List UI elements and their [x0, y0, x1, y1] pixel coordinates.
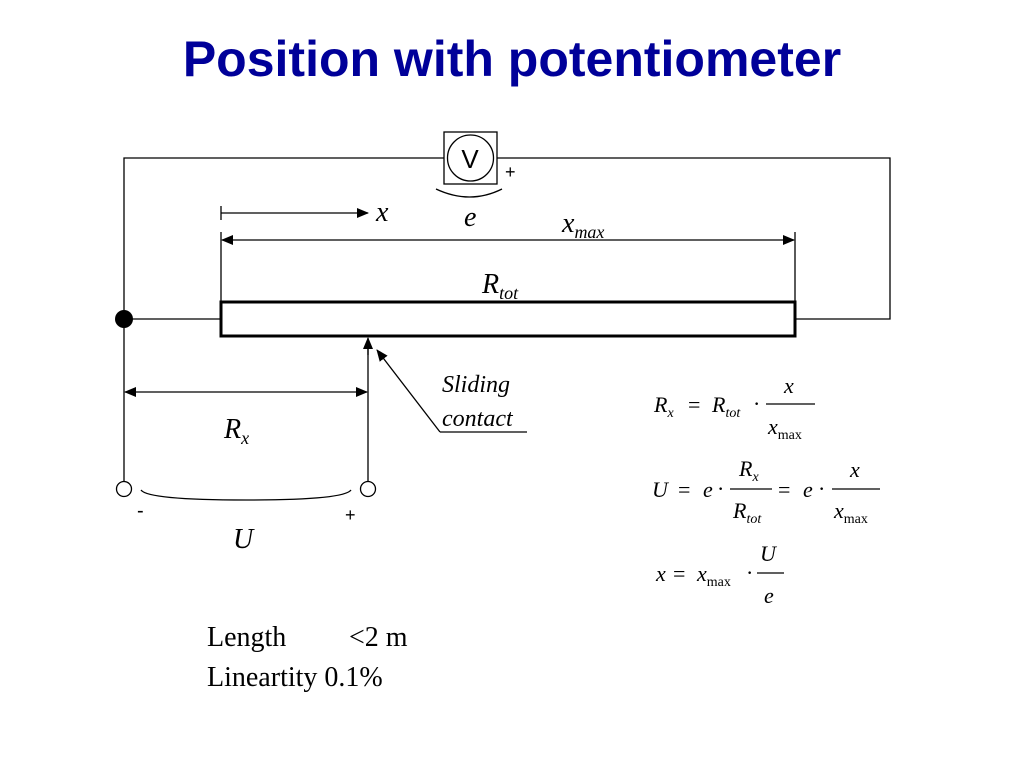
eq3-denominator: e: [764, 583, 774, 608]
voltmeter: V: [443, 131, 498, 185]
u-label: U: [233, 524, 255, 555]
eq2-e1: e: [703, 477, 713, 502]
left-top-wire: [123, 157, 444, 488]
r-tot-label: Rtot: [481, 269, 519, 303]
eq1-denominator: xmax: [767, 414, 802, 443]
eq1-equals: =: [688, 392, 700, 417]
right-top-wire: [497, 157, 891, 320]
spec-value: <2 m: [349, 622, 408, 653]
spec-label: Lineartity: [207, 662, 318, 693]
eq2-denominator-2: xmax: [833, 498, 868, 527]
eq1-rtot: Rtot: [711, 392, 741, 421]
eq2-denominator-1: Rtot: [732, 498, 762, 527]
voltmeter-label: V: [461, 144, 479, 174]
slide-title: Position with potentiometer: [182, 31, 842, 87]
eq2-lhs: U: [652, 477, 670, 502]
spec-row-linearity: Lineartity 0.1%: [207, 658, 408, 698]
u-brace: [140, 489, 352, 501]
eq2-equals-1: =: [678, 477, 690, 502]
e-label: e: [464, 202, 476, 233]
spec-value: 0.1%: [324, 662, 383, 693]
terminal-plus: [359, 480, 377, 498]
terminal-minus: [115, 480, 133, 498]
x-max-label: xmax: [561, 208, 604, 242]
eq1-dot: ·: [753, 391, 760, 416]
eq2-numerator-2: x: [849, 457, 860, 482]
sliding-contact-pointer: [376, 349, 441, 433]
eq2-numerator-1: Rx: [738, 456, 759, 485]
spec-row-length: Length <2 m: [207, 618, 408, 658]
sliding-contact-line1: Sliding: [442, 372, 510, 398]
plus-bottom-label: +: [345, 505, 356, 525]
eq2-dot1: ·: [717, 476, 724, 501]
sliding-contact-line2: contact: [442, 406, 514, 432]
eq3-dot: ·: [746, 560, 753, 585]
rx-label: Rx: [223, 414, 249, 448]
minus-label: -: [137, 500, 144, 522]
eq3-numerator: U: [760, 541, 778, 566]
eq1-numerator: x: [783, 373, 794, 398]
eq1-lhs: Rx: [653, 392, 674, 421]
junction-dot: [115, 310, 133, 328]
eq3-xmax: xmax: [696, 561, 731, 590]
x-label: x: [375, 197, 389, 228]
spec-label: Length: [207, 622, 287, 653]
e-brace: [435, 188, 503, 198]
equation-2: U = e · Rx Rtot = e · x xmax: [652, 456, 880, 527]
eq2-e2: e: [803, 477, 813, 502]
specs-list: Length <2 m Lineartity 0.1%: [207, 618, 408, 698]
eq2-equals-2: =: [778, 477, 790, 502]
eq3-lhs: x: [655, 561, 666, 586]
equation-3: x = xmax · U e: [655, 541, 784, 608]
equation-1: Rx = Rtot · x xmax: [653, 373, 815, 443]
resistor-body: [219, 300, 797, 338]
voltmeter-dial: [446, 134, 495, 182]
eq3-equals: =: [673, 561, 685, 586]
eq2-dot2: ·: [818, 476, 825, 501]
plus-top-label: +: [505, 162, 516, 182]
circuit-wires: [123, 157, 891, 488]
